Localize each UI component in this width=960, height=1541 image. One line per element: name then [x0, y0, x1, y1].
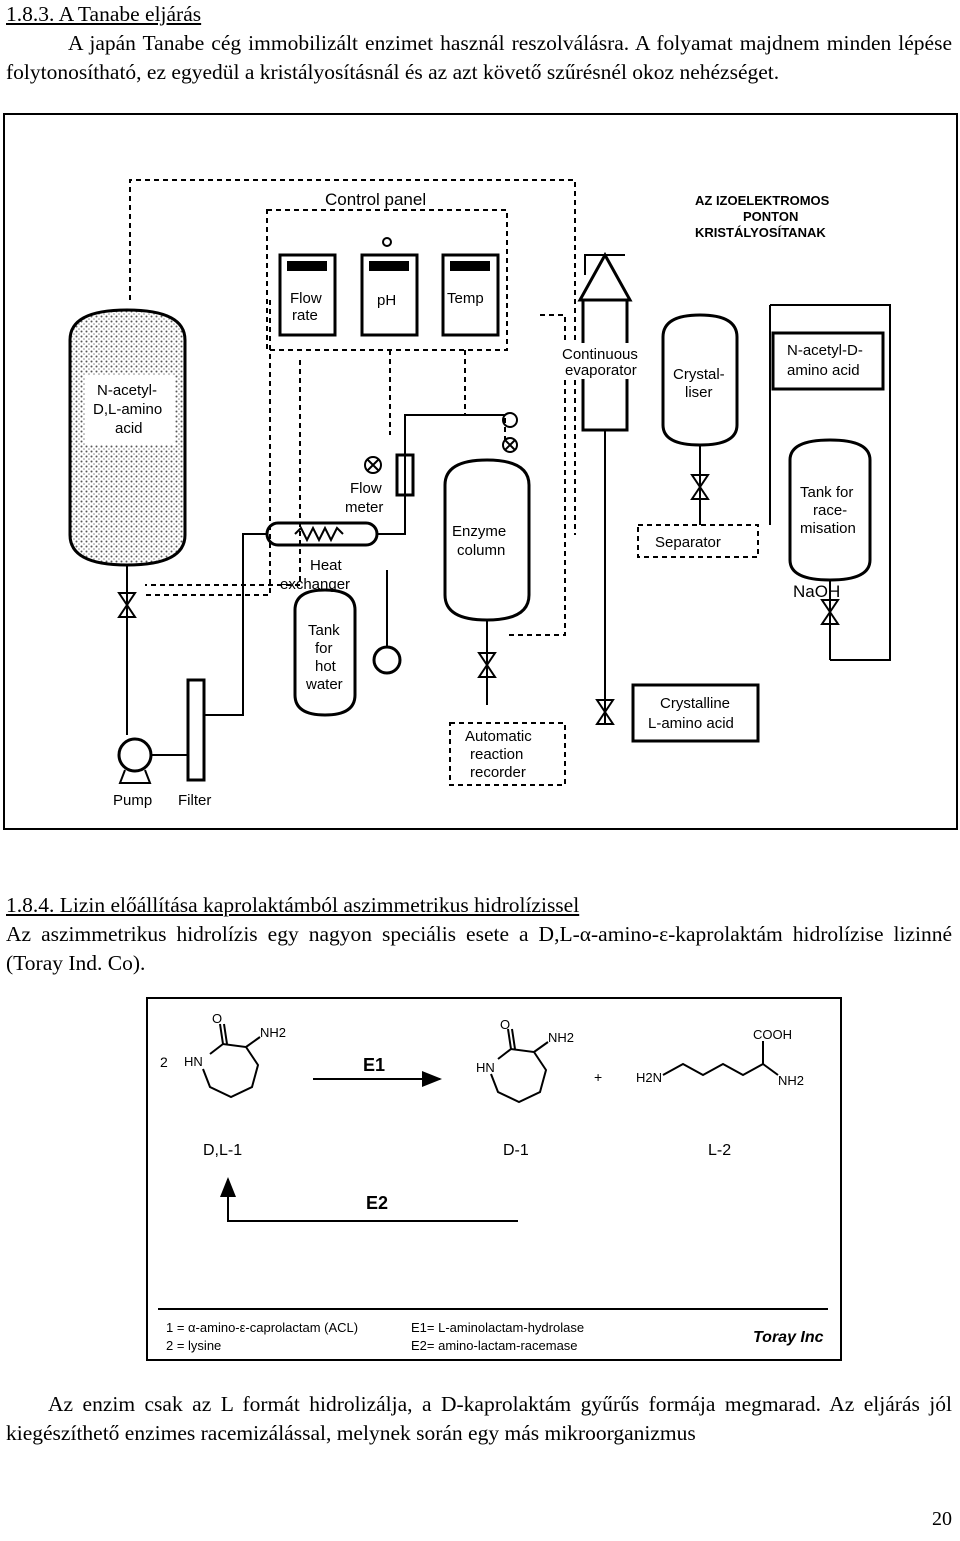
valve-icon: [820, 599, 840, 625]
diagram-title-line2: PONTON: [743, 209, 798, 224]
continuous-evaporator: Continuous evaporator: [560, 251, 652, 432]
section-heading-lysine: 1.8.4. Lizin előállítása kaprolaktámból …: [6, 893, 580, 917]
svg-text:Temp: Temp: [447, 290, 484, 307]
svg-text:Separator: Separator: [655, 534, 721, 551]
flow-rate-meter: Flow rate: [278, 253, 337, 337]
svg-text:Automatic: Automatic: [465, 728, 532, 745]
dl-aminocaprolactam-structure: O HN NH2: [184, 1011, 286, 1099]
control-panel: Control panel Flow rate pH Temp: [266, 190, 508, 351]
enzyme-column: Enzyme column: [443, 458, 531, 622]
svg-text:Filter: Filter: [178, 792, 211, 809]
closing-paragraph: Az enzim csak az L formát hidrolizálja, …: [6, 1392, 952, 1445]
label-d-1: D-1: [503, 1142, 529, 1159]
svg-text:exchanger: exchanger: [280, 576, 350, 593]
valve-icon: [477, 652, 497, 678]
lysine-reaction-scheme: 2 O HN NH2 D,L-1 E1 O HN NH2 D-1 + H2N C…: [146, 997, 842, 1361]
coefficient-2: 2: [160, 1054, 168, 1070]
svg-text:recorder: recorder: [470, 764, 526, 781]
svg-text:HN: HN: [184, 1054, 203, 1069]
diagram-title-line3: KRISTÁLYOSÍTANAK: [695, 225, 826, 240]
svg-text:NH2: NH2: [778, 1073, 804, 1088]
crystalliser: Crystal- liser: [661, 313, 739, 447]
legend-2: 2 = lysine: [166, 1338, 221, 1353]
temp-meter: Temp: [441, 253, 500, 337]
svg-text:liser: liser: [685, 384, 713, 401]
separator: Separator: [637, 524, 759, 558]
svg-text:NH2: NH2: [548, 1030, 574, 1045]
label-l-2: L-2: [708, 1142, 731, 1159]
svg-text:Crystal-: Crystal-: [673, 366, 725, 383]
svg-text:H2N: H2N: [636, 1070, 662, 1085]
svg-text:misation: misation: [800, 520, 856, 537]
d-aminocaprolactam-structure: O HN NH2: [476, 1017, 574, 1104]
hot-water-pump-icon: [372, 645, 402, 675]
pump-icon: Pump: [113, 737, 153, 809]
valve-icon: [690, 474, 710, 500]
plus-sign: +: [594, 1069, 602, 1085]
svg-text:Pump: Pump: [113, 792, 152, 809]
control-panel-label: Control panel: [325, 190, 426, 209]
svg-text:O: O: [212, 1011, 222, 1026]
toray-credit: Toray Inc: [753, 1329, 824, 1346]
paragraph-tanabe: A japán Tanabe cég immobilizált enzimet …: [6, 31, 952, 84]
enzyme-e2-label: E2: [366, 1193, 388, 1213]
svg-text:Heat: Heat: [310, 557, 343, 574]
crystalline-l-amino-acid-box: Crystalline L-amino acid: [631, 683, 760, 743]
flow-meter: Flow meter: [345, 453, 415, 516]
svg-text:evaporator: evaporator: [565, 362, 637, 379]
svg-text:race-: race-: [813, 502, 847, 519]
legend-1: 1 = α-amino-ε-caprolactam (ACL): [166, 1320, 358, 1335]
valve-icon: [595, 699, 615, 725]
diagram-title-line1: AZ IZOELEKTROMOS: [695, 193, 830, 208]
nacetyl-d-amino-acid-box: N-acetyl-D- amino acid: [771, 331, 885, 391]
svg-text:NH2: NH2: [260, 1025, 286, 1040]
svg-text:N-acetyl-: N-acetyl-: [97, 382, 157, 399]
svg-text:amino acid: amino acid: [787, 362, 860, 379]
svg-text:Enzyme: Enzyme: [452, 523, 506, 540]
svg-text:hot: hot: [315, 658, 337, 675]
tank-racemisation: Tank for race- misation: [788, 438, 872, 582]
l-lysine-structure: H2N COOH NH2: [636, 1027, 804, 1088]
svg-text:pH: pH: [377, 292, 396, 309]
svg-text:Tank: Tank: [308, 622, 340, 639]
section-heading-tanabe: 1.8.3. A Tanabe eljárás: [6, 2, 202, 26]
tank-nacetyl-dl-amino-acid: N-acetyl- D,L-amino acid: [68, 308, 187, 567]
tank-hot-water: Tank for hot water: [293, 588, 357, 717]
svg-text:for: for: [315, 640, 333, 657]
svg-text:O: O: [500, 1017, 510, 1032]
page-number: 20: [932, 1508, 952, 1530]
svg-text:reaction: reaction: [470, 746, 523, 763]
paragraph-lysine: Az aszimmetrikus hidrolízis egy nagyon s…: [6, 922, 952, 975]
svg-text:Flow: Flow: [350, 480, 382, 497]
svg-text:D,L-amino: D,L-amino: [93, 401, 162, 418]
svg-text:acid: acid: [115, 420, 143, 437]
svg-text:Flow: Flow: [290, 290, 322, 307]
svg-text:meter: meter: [345, 499, 383, 516]
svg-text:N-acetyl-D-: N-acetyl-D-: [787, 342, 863, 359]
svg-text:Tank for: Tank for: [800, 484, 853, 501]
enzyme-e1-label: E1: [363, 1055, 385, 1075]
valve-icon: [117, 592, 137, 618]
svg-text:Crystalline: Crystalline: [660, 695, 730, 712]
svg-text:water: water: [305, 676, 343, 693]
label-dl-1: D,L-1: [203, 1142, 242, 1159]
legend-3: E1= L-aminolactam-hydrolase: [411, 1320, 584, 1335]
svg-text:COOH: COOH: [753, 1027, 792, 1042]
reaction-arrow-e2: [220, 1177, 518, 1222]
ph-meter: pH: [360, 253, 419, 337]
tanabe-process-diagram: Control panel Flow rate pH Temp AZ IZOEL…: [3, 113, 958, 830]
automatic-reaction-recorder: Automatic reaction recorder: [449, 722, 566, 786]
svg-text:HN: HN: [476, 1060, 495, 1075]
naoh-label: NaOH: [793, 582, 840, 601]
svg-text:column: column: [457, 542, 505, 559]
svg-text:Continuous: Continuous: [562, 346, 638, 363]
filter-icon: Filter: [178, 678, 211, 809]
heat-exchanger: Heat exchanger: [265, 521, 379, 593]
svg-text:rate: rate: [292, 307, 318, 324]
svg-text:L-amino acid: L-amino acid: [648, 715, 734, 732]
legend-4: E2= amino-lactam-racemase: [411, 1338, 578, 1353]
